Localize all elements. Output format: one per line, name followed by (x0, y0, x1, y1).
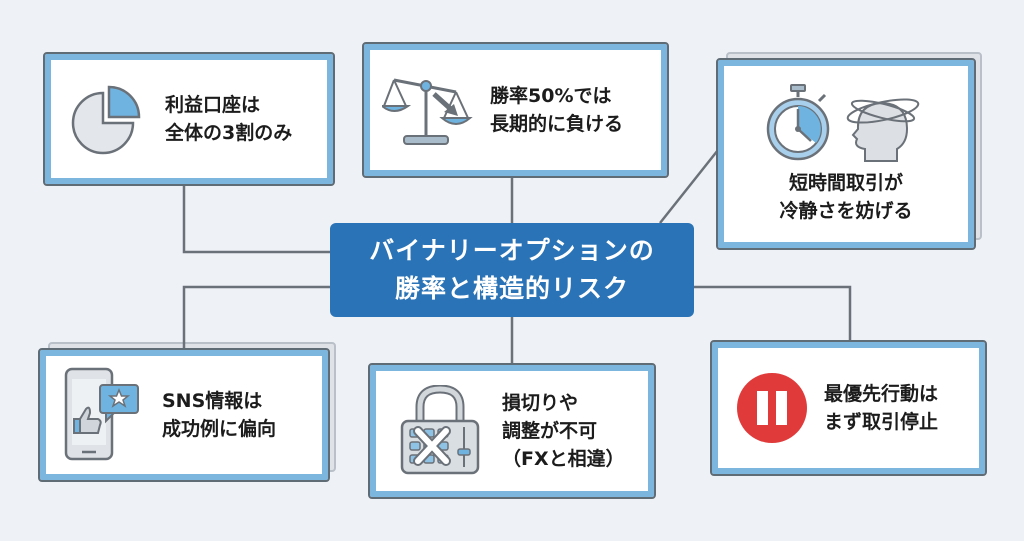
card-text: 最優先行動は まず取引停止 (824, 380, 938, 436)
card-text: 損切りや 調整が不可 （FXと相違） (502, 389, 625, 473)
card-line: 調整が不可 (502, 420, 598, 442)
center-title: バイナリーオプションの 勝率と構造的リスク (330, 223, 694, 317)
card-text: 勝率50%では 長期的に負ける (490, 82, 623, 138)
card-line: 短時間取引が (788, 172, 903, 194)
card-line: 長期的に負ける (490, 113, 624, 135)
card-line: （FXと相違） (502, 448, 625, 470)
card-line: 全体の3割のみ (165, 122, 293, 144)
connector-profit-accounts (182, 186, 330, 254)
card-line: 勝率50%では (490, 85, 612, 107)
connector-sns-bias (182, 285, 330, 352)
card-no-stop-loss: 損切りや 調整が不可 （FXと相違） (368, 363, 656, 499)
card-line: 最優先行動は (824, 383, 939, 405)
card-line: 利益口座は (165, 94, 261, 116)
center-title-line2: 勝率と構造的リスク (394, 274, 629, 303)
card-short-term: 短時間取引が 冷静さを妨げる (716, 52, 982, 250)
pie-chart-icon (71, 85, 141, 155)
card-stop-trading: 最優先行動は まず取引停止 (710, 340, 987, 476)
locked-controls-icon (400, 385, 480, 475)
card-line: SNS情報は (162, 390, 263, 412)
stopwatch-dizzy-head-icon (766, 84, 920, 162)
connector-short-term (659, 149, 719, 224)
card-text: 短時間取引が 冷静さを妨げる (779, 169, 912, 225)
balance-scale-icon (382, 78, 473, 145)
card-line: 冷静さを妨げる (779, 200, 913, 222)
card-text: 利益口座は 全体の3割のみ (165, 91, 292, 147)
card-line: まず取引停止 (824, 411, 939, 433)
connector-stop-trading (694, 285, 852, 340)
card-line: 成功例に偏向 (162, 418, 277, 440)
card-line: 損切りや (502, 392, 579, 414)
card-profit-accounts: 利益口座は 全体の3割のみ (43, 52, 335, 186)
smartphone-like-icon (64, 367, 139, 461)
card-win-rate: 勝率50%では 長期的に負ける (362, 42, 669, 178)
pause-icon (737, 373, 807, 443)
card-sns-bias: SNS情報は 成功例に偏向 (38, 342, 336, 482)
center-title-line1: バイナリーオプションの (369, 236, 655, 265)
card-text: SNS情報は 成功例に偏向 (162, 387, 276, 443)
